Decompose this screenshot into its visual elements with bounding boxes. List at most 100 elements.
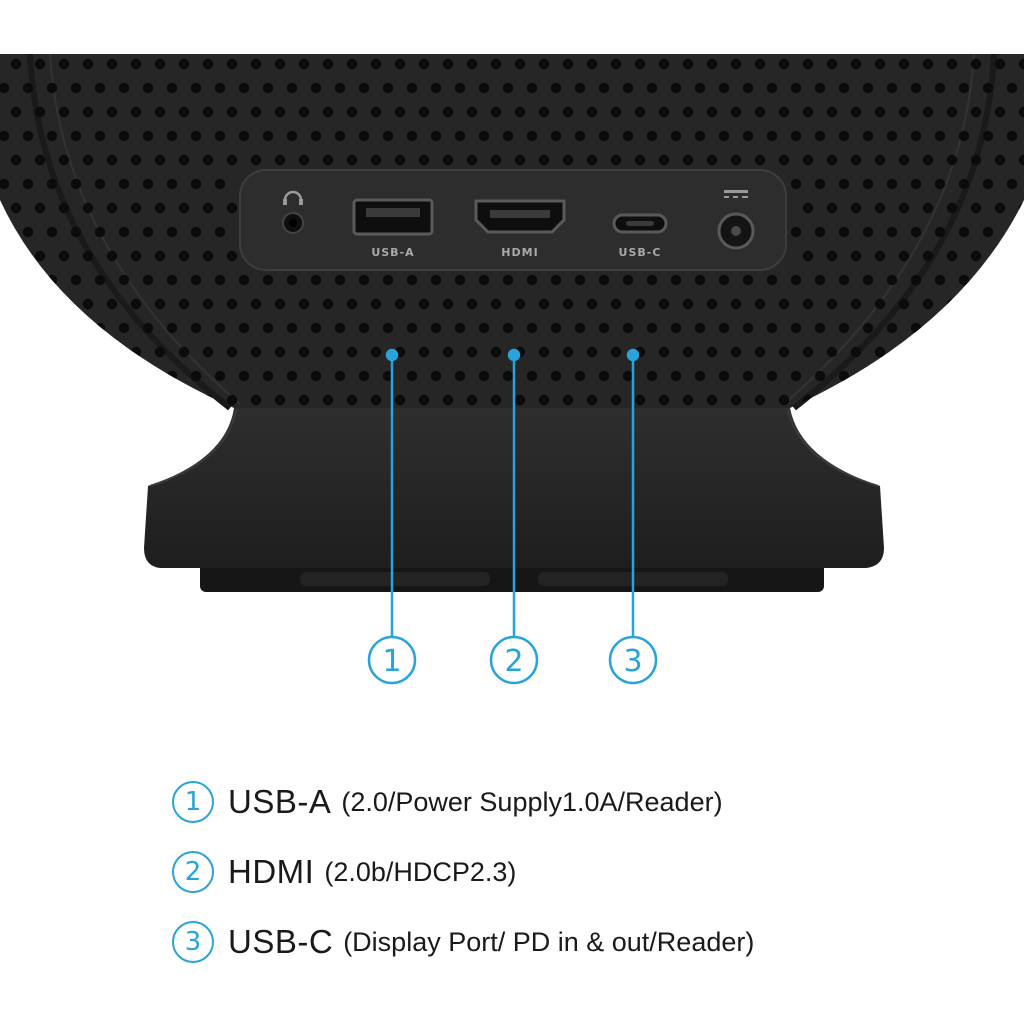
grille-hole <box>430 82 442 94</box>
grille-hole <box>70 178 82 190</box>
grille-hole <box>1006 370 1018 382</box>
grille-hole <box>250 394 262 406</box>
grille-hole <box>574 322 586 334</box>
grille-hole <box>190 226 202 238</box>
grille-hole <box>478 322 490 334</box>
grille-hole <box>778 58 790 70</box>
grille-hole <box>442 154 454 166</box>
grille-hole <box>562 154 574 166</box>
grille-hole <box>814 178 826 190</box>
legend-detail-usb-c: (Display Port/ PD in & out/Reader) <box>343 926 755 957</box>
grille-hole <box>94 370 106 382</box>
grille-hole <box>574 370 586 382</box>
grille-hole <box>10 154 22 166</box>
grille-hole <box>130 106 142 118</box>
grille-hole <box>850 346 862 358</box>
grille-hole <box>214 370 226 382</box>
grille-hole <box>646 322 658 334</box>
hdmi-label: HDMI <box>501 246 538 259</box>
grille-hole <box>34 298 46 310</box>
grille-hole <box>202 154 214 166</box>
grille-hole <box>178 394 190 406</box>
grille-hole <box>706 298 718 310</box>
grille-hole <box>634 106 646 118</box>
grille-hole <box>874 106 886 118</box>
grille-hole <box>106 394 118 406</box>
grille-hole <box>910 82 922 94</box>
grille-hole <box>250 154 262 166</box>
grille-hole <box>862 274 874 286</box>
grille-hole <box>946 154 958 166</box>
grille-hole <box>574 82 586 94</box>
grille-hole <box>874 394 886 406</box>
grille-hole <box>346 58 358 70</box>
grille-hole <box>166 178 178 190</box>
grille-hole <box>34 346 46 358</box>
grille-hole <box>130 202 142 214</box>
grille-hole <box>442 106 454 118</box>
grille-hole <box>286 370 298 382</box>
grille-hole <box>994 202 1006 214</box>
grille-hole <box>682 106 694 118</box>
grille-hole <box>910 274 922 286</box>
grille-hole <box>214 226 226 238</box>
grille-hole <box>562 298 574 310</box>
grille-hole <box>58 202 70 214</box>
grille-hole <box>70 322 82 334</box>
grille-hole <box>826 394 838 406</box>
grille-hole <box>934 226 946 238</box>
grille-hole <box>754 58 766 70</box>
grille-hole <box>970 202 982 214</box>
grille-hole <box>538 58 550 70</box>
grille-hole <box>34 202 46 214</box>
grille-hole <box>814 226 826 238</box>
legend-item-usb-a: 1 USB-A (2.0/Power Supply1.0A/Reader) <box>172 776 992 828</box>
grille-hole <box>778 298 790 310</box>
grille-hole <box>586 154 598 166</box>
grille-hole <box>862 370 874 382</box>
grille-hole <box>658 298 670 310</box>
grille-hole <box>70 82 82 94</box>
grille-hole <box>274 346 286 358</box>
grille-hole <box>646 274 658 286</box>
grille-hole <box>478 82 490 94</box>
grille-hole <box>0 178 10 190</box>
grille-hole <box>202 250 214 262</box>
grille-hole <box>322 154 334 166</box>
grille-hole <box>658 346 670 358</box>
grille-hole <box>130 298 142 310</box>
grille-hole <box>754 346 766 358</box>
grille-hole <box>1006 274 1018 286</box>
grille-hole <box>406 82 418 94</box>
grille-hole <box>214 178 226 190</box>
callout-number-3: 3 <box>623 644 642 679</box>
grille-hole <box>94 178 106 190</box>
grille-hole <box>226 154 238 166</box>
grille-hole <box>106 250 118 262</box>
grille-hole <box>406 274 418 286</box>
grille-hole <box>22 82 34 94</box>
grille-hole <box>922 202 934 214</box>
grille-hole <box>178 154 190 166</box>
grille-hole <box>946 58 958 70</box>
grille-hole <box>898 202 910 214</box>
grille-hole <box>0 370 10 382</box>
grille-hole <box>82 298 94 310</box>
speaker-grille <box>0 58 1024 406</box>
grille-hole <box>970 346 982 358</box>
grille-hole <box>634 298 646 310</box>
grille-hole <box>814 322 826 334</box>
grille-hole <box>994 394 1006 406</box>
grille-hole <box>190 370 202 382</box>
grille-hole <box>538 394 550 406</box>
callout-number-1: 1 <box>382 644 401 679</box>
grille-hole <box>742 322 754 334</box>
grille-hole <box>22 130 34 142</box>
grille-hole <box>250 106 262 118</box>
grille-hole <box>850 154 862 166</box>
grille-hole <box>118 370 130 382</box>
grille-hole <box>310 82 322 94</box>
grille-hole <box>322 346 334 358</box>
grille-hole <box>982 322 994 334</box>
grille-hole <box>754 154 766 166</box>
